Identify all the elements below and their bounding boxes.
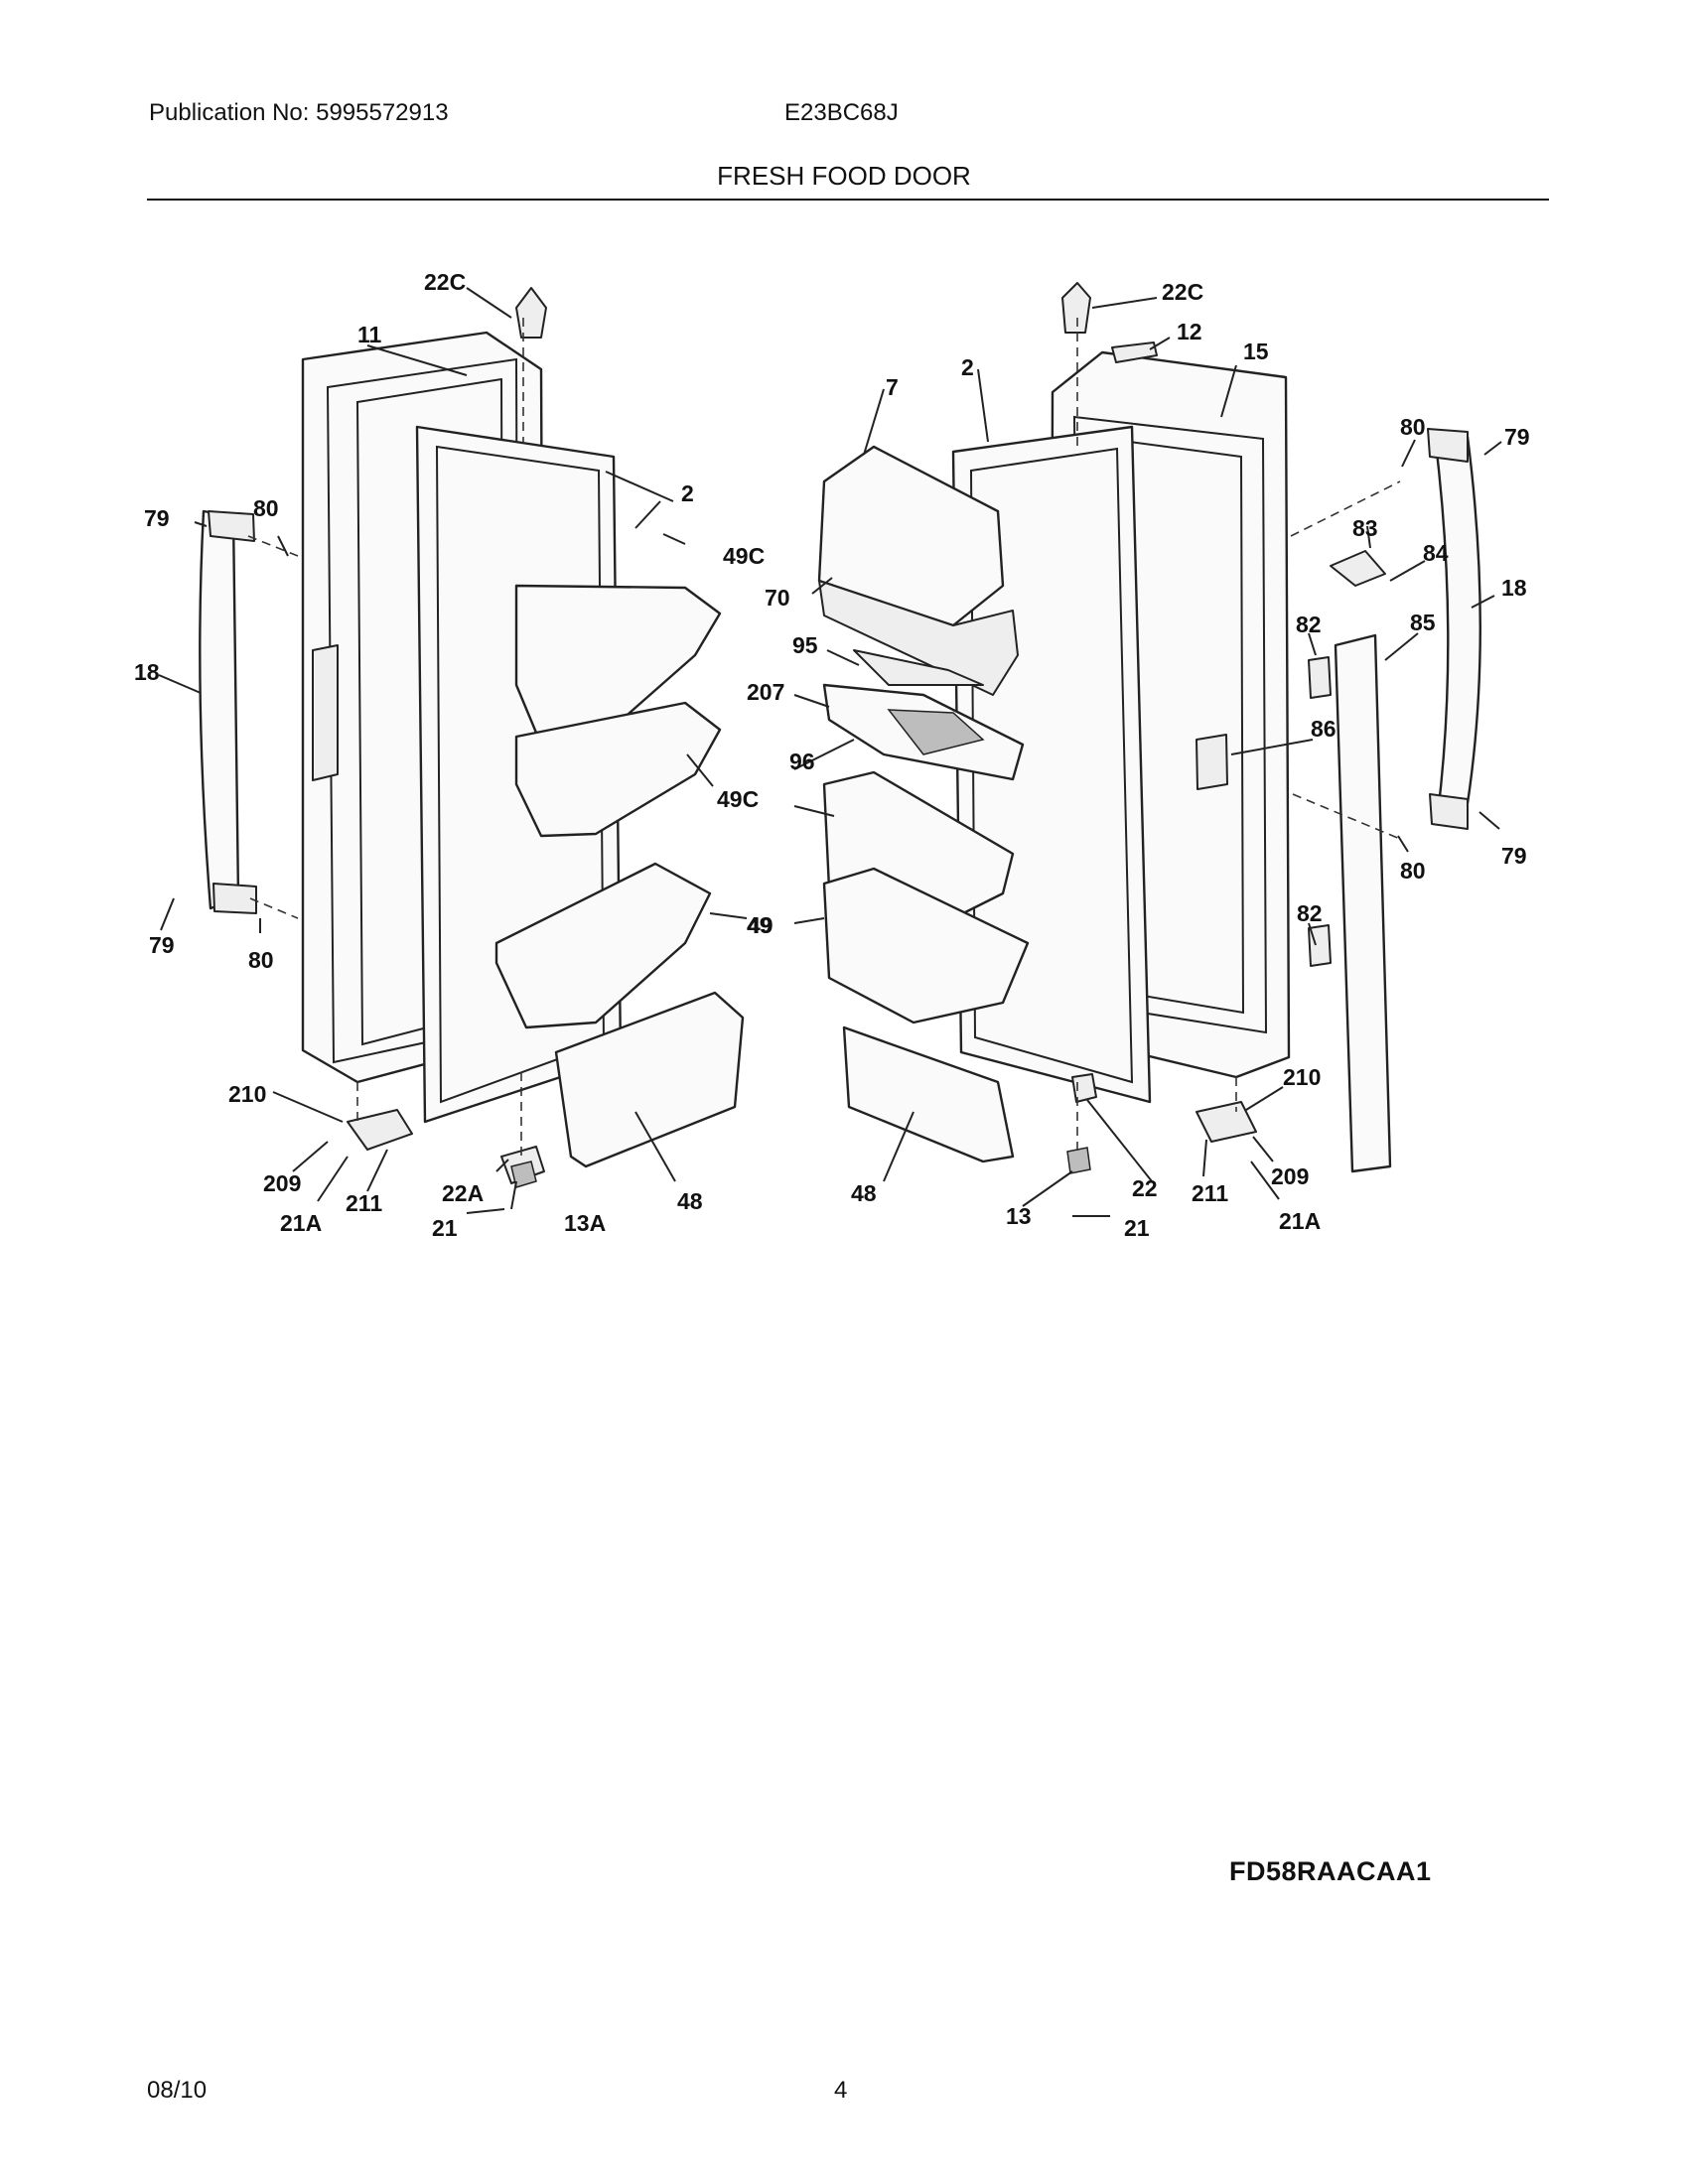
callout-12: 12: [1177, 319, 1202, 344]
callout-79-lower-left: 79: [149, 932, 175, 958]
callout-86: 86: [1311, 716, 1336, 742]
callout-2-left: 2: [681, 480, 694, 506]
callout-96: 96: [789, 749, 815, 774]
right-leader-lines: [793, 297, 1502, 1217]
callout-18-left: 18: [134, 659, 160, 685]
callout-49c-lower-left: 49C: [717, 786, 759, 812]
callout-22a: 22A: [442, 1180, 484, 1206]
callout-7: 7: [886, 374, 899, 400]
callout-80-lower-left: 80: [248, 947, 274, 973]
callout-21-right: 21: [1124, 1215, 1150, 1241]
right-dispenser-and-bins: [817, 445, 1030, 1163]
publication-number: Publication No: 5995572913: [149, 99, 449, 126]
header-rule: [147, 199, 1549, 201]
callout-79-upper-left: 79: [144, 505, 170, 531]
figure-id: FD58RAACAA1: [1229, 1856, 1432, 1886]
callout-211-right: 211: [1192, 1180, 1228, 1206]
callout-15: 15: [1243, 339, 1269, 364]
callout-85: 85: [1410, 610, 1436, 635]
footer-date: 08/10: [147, 2077, 208, 2104]
callout-82-lower: 82: [1297, 900, 1323, 926]
left-leader-lines: [158, 287, 748, 1214]
callout-70: 70: [765, 585, 790, 611]
page-title: FRESH FOOD DOOR: [717, 161, 971, 191]
callout-49-right: 49: [747, 912, 773, 938]
callout-80-upper-left: 80: [253, 495, 279, 521]
callout-83: 83: [1352, 515, 1378, 541]
right-hinge-parts: [1061, 282, 1386, 1174]
callout-18-right: 18: [1501, 575, 1527, 601]
callout-95: 95: [792, 632, 818, 658]
callout-211-left: 211: [346, 1190, 382, 1216]
callout-79-lower-right: 79: [1501, 843, 1527, 869]
callout-79-upper-right: 79: [1504, 424, 1530, 450]
left-bins: [494, 584, 745, 1168]
callout-207: 207: [747, 679, 784, 705]
callout-13: 13: [1006, 1203, 1032, 1229]
exploded-parts-diagram: 22C 11 79 80 18 79 80 2 49C 49C 49 210 2…: [134, 269, 1530, 1241]
callout-22c-right: 22C: [1162, 279, 1203, 305]
callout-80-lower-right: 80: [1400, 858, 1426, 884]
callout-21a-left: 21A: [280, 1210, 322, 1236]
callout-209-left: 209: [263, 1170, 301, 1196]
callout-21-left: 21: [432, 1215, 458, 1241]
left-door-handle: [199, 509, 257, 914]
callout-labels: 22C 11 79 80 18 79 80 2 49C 49C 49 210 2…: [134, 269, 1530, 1241]
callout-49-left: 49: [748, 912, 774, 938]
callout-210-left: 210: [228, 1081, 266, 1107]
callout-210-right: 210: [1283, 1064, 1321, 1090]
callout-82-upper: 82: [1296, 612, 1322, 637]
callout-13a: 13A: [564, 1210, 606, 1236]
page-number: 4: [834, 2077, 848, 2104]
callout-84: 84: [1423, 540, 1449, 566]
callout-48-right: 48: [851, 1180, 877, 1206]
callout-49c-upper-left: 49C: [723, 543, 765, 569]
callout-209-right: 209: [1271, 1163, 1309, 1189]
callout-22: 22: [1132, 1175, 1158, 1201]
callout-80-upper-right: 80: [1400, 414, 1426, 440]
model-number: E23BC68J: [784, 99, 899, 126]
right-trim-strip: [1334, 633, 1392, 1173]
right-door-handle: [1427, 428, 1481, 830]
callout-2-right: 2: [961, 354, 974, 380]
callout-48-left: 48: [677, 1188, 703, 1214]
callout-22c-left: 22C: [424, 269, 466, 295]
callout-11: 11: [357, 322, 382, 347]
callout-21a-right: 21A: [1279, 1208, 1321, 1234]
